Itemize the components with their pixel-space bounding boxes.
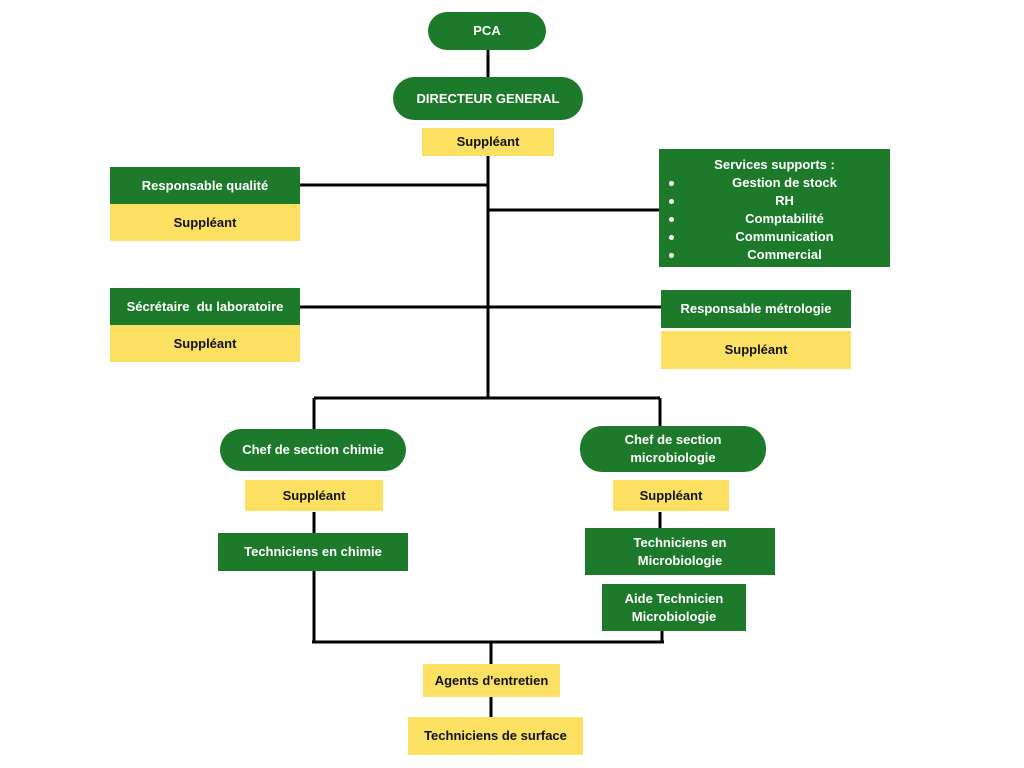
bullet-icon — [669, 199, 674, 204]
service-item-label: Comptabilité — [745, 211, 824, 226]
metrology-label: Responsable métrologie — [680, 301, 832, 316]
bullet-icon — [669, 217, 674, 222]
maintenance-agents-label: Agents d'entretien — [434, 672, 549, 688]
chimie-suppleant-label: Suppléant — [282, 487, 346, 503]
chimie-technicians-label: Techniciens en chimie — [244, 544, 382, 559]
aide-technician-label-line1: Aide Technicien — [624, 590, 724, 606]
service-item: RH — [659, 192, 890, 210]
pca-label: PCA — [473, 23, 501, 38]
secretary-box: Sécrétaire du laboratoire — [110, 288, 300, 325]
chimie-suppleant-box: Suppléant — [245, 480, 383, 511]
metrology-suppleant-box: Suppléant — [661, 331, 851, 369]
secretary-label: Sécrétaire du laboratoire — [126, 298, 284, 314]
service-item: Gestion de stock — [659, 174, 890, 192]
quality-suppleant-box: Suppléant — [110, 204, 300, 241]
quality-box: Responsable qualité — [110, 167, 300, 204]
support-services-list: Gestion de stock RH Comptabilité Communi… — [659, 174, 890, 264]
director-suppleant-box: Suppléant — [422, 128, 554, 156]
support-services-title: Services supports : — [714, 157, 835, 172]
service-item: Comptabilité — [659, 210, 890, 228]
service-item: Communication — [659, 228, 890, 246]
micro-technicians-label-line2: Microbiologie — [637, 552, 723, 568]
quality-suppleant-label: Suppléant — [173, 214, 237, 230]
pca-box: PCA — [428, 12, 546, 50]
support-services-box: Services supports : Gestion de stock RH … — [659, 149, 890, 267]
service-item-label: Communication — [735, 229, 834, 244]
director-suppleant-label: Suppléant — [456, 134, 520, 149]
bullet-icon — [669, 181, 674, 186]
micro-section-label-line2: microbiologie — [630, 450, 716, 465]
maintenance-agents-box: Agents d'entretien — [423, 664, 560, 697]
chimie-technicians-box: Techniciens en chimie — [218, 533, 408, 571]
service-item-label: Gestion de stock — [732, 175, 837, 190]
service-item-label: Commercial — [747, 247, 822, 262]
aide-technician-label-line2: Microbiologie — [631, 608, 717, 624]
chimie-section-box: Chef de section chimie — [220, 429, 406, 471]
bullet-icon — [669, 235, 674, 240]
chimie-section-label: Chef de section chimie — [242, 442, 384, 457]
surface-technicians-label: Techniciens de surface — [424, 728, 567, 743]
micro-suppleant-label: Suppléant — [639, 487, 703, 503]
service-item: Commercial — [659, 246, 890, 264]
secretary-suppleant-label: Suppléant — [173, 335, 237, 351]
micro-technicians-box: Techniciens en Microbiologie — [585, 528, 775, 575]
quality-label: Responsable qualité — [141, 177, 269, 193]
surface-technicians-box: Techniciens de surface — [408, 717, 583, 755]
metrology-box: Responsable métrologie — [661, 290, 851, 328]
director-box: DIRECTEUR GENERAL — [393, 77, 583, 120]
micro-section-box: Chef de section microbiologie — [580, 426, 766, 472]
micro-section-label-line1: Chef de section — [624, 432, 722, 447]
director-label: DIRECTEUR GENERAL — [416, 90, 560, 106]
bullet-icon — [669, 253, 674, 258]
aide-technician-box: Aide Technicien Microbiologie — [602, 584, 746, 631]
metrology-suppleant-label: Suppléant — [724, 342, 788, 357]
service-item-label: RH — [775, 193, 794, 208]
micro-technicians-label-line1: Techniciens en — [633, 534, 727, 550]
secretary-suppleant-box: Suppléant — [110, 325, 300, 362]
micro-suppleant-box: Suppléant — [613, 480, 729, 511]
